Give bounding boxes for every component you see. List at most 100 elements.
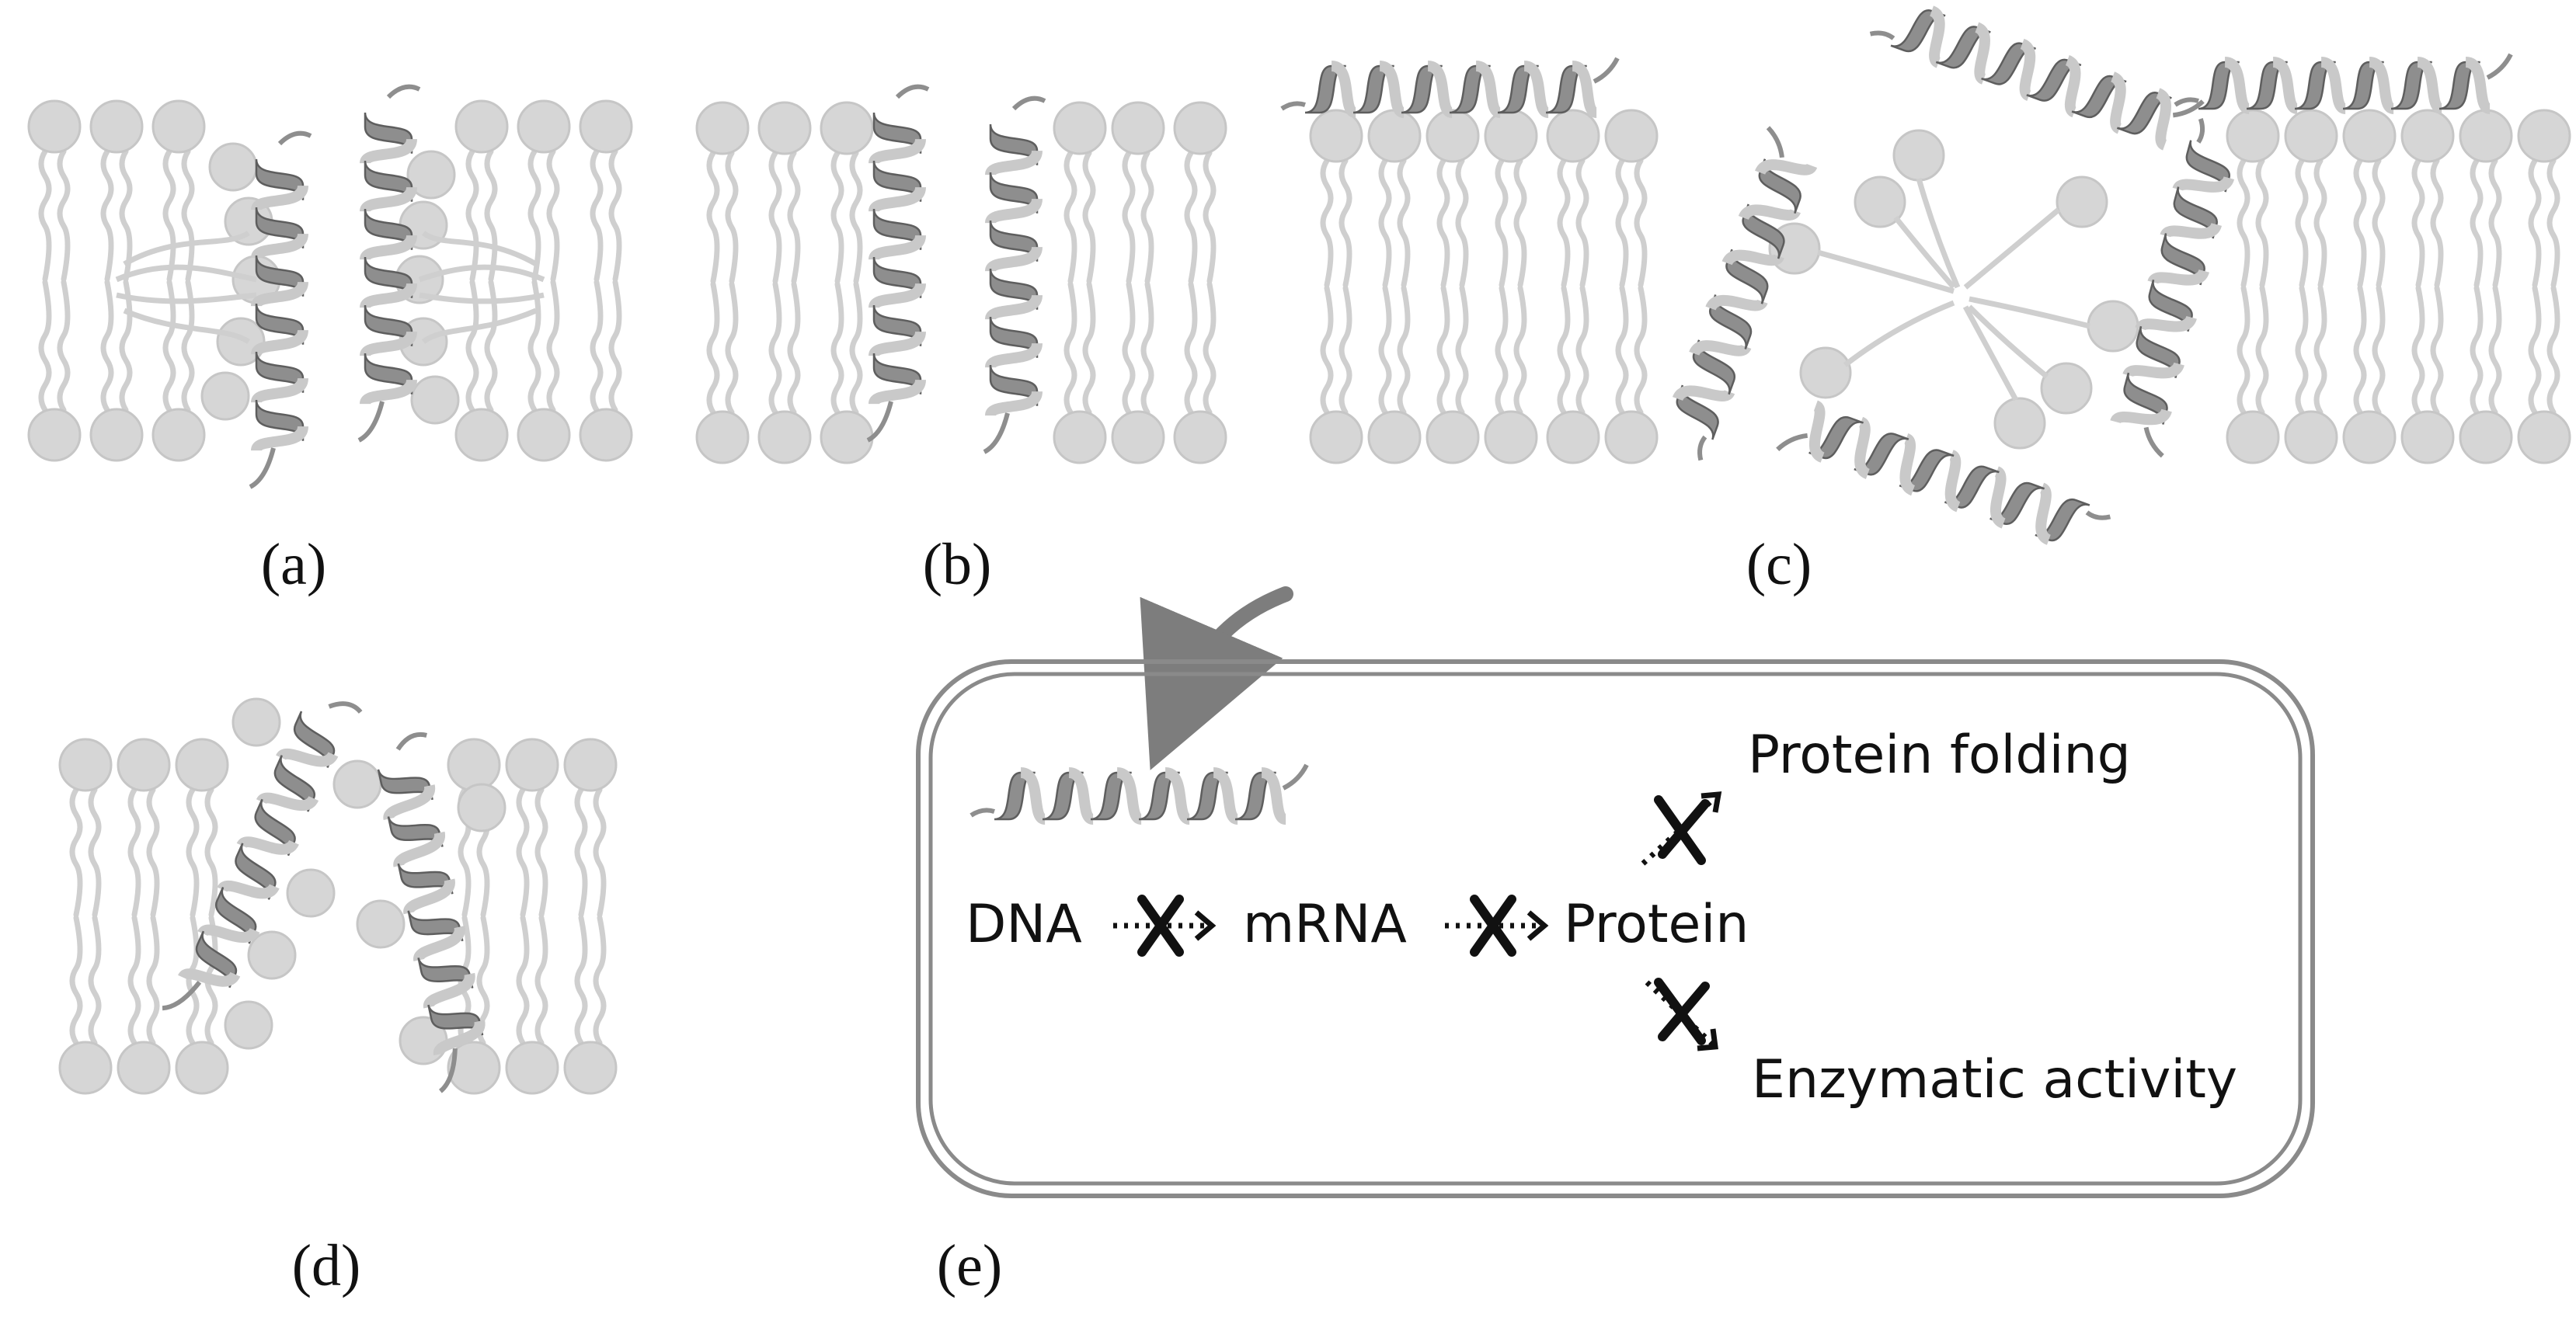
micelle-lipid-heads bbox=[1768, 129, 2139, 450]
lipid-head bbox=[1426, 410, 1480, 464]
helix-turn bbox=[1692, 339, 1736, 395]
lipid-tail bbox=[1615, 158, 1629, 288]
helix-turn bbox=[1676, 384, 1719, 440]
helix-turn bbox=[872, 208, 922, 250]
lipid-head bbox=[151, 408, 206, 462]
helix-terminus bbox=[2172, 99, 2205, 118]
lipid-head bbox=[2517, 109, 2571, 163]
helix-back bbox=[1019, 767, 1047, 825]
lipid-tail bbox=[119, 148, 133, 282]
lipid-tail bbox=[1967, 304, 2049, 379]
lipid-tail bbox=[1455, 285, 1469, 415]
lipid-head bbox=[579, 99, 633, 154]
helix-back bbox=[2416, 57, 2444, 114]
lipid-tail bbox=[1122, 150, 1136, 284]
helix-turn bbox=[2438, 61, 2480, 110]
panel-a: (a) bbox=[27, 84, 633, 597]
lipid-head bbox=[208, 142, 258, 192]
carpet-helix-left bbox=[1280, 57, 1620, 118]
helix-turn bbox=[1742, 203, 1785, 259]
lipid-tail bbox=[38, 280, 52, 413]
helix-back bbox=[178, 968, 241, 987]
lipid-tail bbox=[516, 915, 530, 1046]
lipid-tail bbox=[1969, 296, 2090, 329]
lipid-head bbox=[579, 408, 633, 462]
lipid-tail bbox=[574, 915, 588, 1046]
helix-back bbox=[869, 234, 926, 262]
lipid-tail bbox=[421, 308, 538, 344]
lipid-tail bbox=[1184, 281, 1198, 415]
lipid-tail bbox=[2372, 158, 2386, 288]
helix-turn bbox=[255, 399, 305, 441]
helix-back bbox=[2464, 57, 2492, 114]
helix-back bbox=[1808, 400, 1826, 463]
helix-back bbox=[2019, 38, 2036, 101]
helix-turn bbox=[989, 268, 1039, 310]
lipid-tail bbox=[1397, 158, 1411, 288]
lipid-head bbox=[1367, 410, 1422, 464]
lipid-tail bbox=[2237, 285, 2251, 415]
lipid-head bbox=[247, 930, 297, 980]
helix-turn bbox=[2071, 75, 2127, 119]
helix-turn bbox=[1138, 771, 1180, 821]
helix-back bbox=[985, 294, 1043, 321]
lipid-tail bbox=[725, 150, 739, 284]
helix-turn bbox=[872, 304, 922, 346]
helix-turn bbox=[2173, 186, 2218, 239]
helix-back bbox=[2155, 88, 2171, 151]
helix-back bbox=[2160, 221, 2223, 239]
lipid-head bbox=[175, 1041, 229, 1095]
lipid-head bbox=[406, 150, 456, 200]
helix-back bbox=[2320, 57, 2348, 114]
panel-label-d: (d) bbox=[292, 1233, 361, 1298]
lipid-tail bbox=[186, 915, 200, 1046]
helix-terminus bbox=[438, 1048, 458, 1093]
protein-label: Protein bbox=[1564, 894, 1749, 955]
enzymatic-activity-label: Enzymatic activity bbox=[1752, 1049, 2237, 1110]
lipid-tail bbox=[38, 148, 52, 282]
helix-back bbox=[985, 197, 1043, 225]
helix-turn bbox=[1854, 433, 1909, 476]
lipid-tail bbox=[69, 915, 83, 1046]
lipid-tail bbox=[546, 280, 560, 413]
helix-back bbox=[217, 880, 280, 899]
helix-turn bbox=[2198, 61, 2240, 110]
helix-back bbox=[1990, 466, 2007, 529]
lipid-tail bbox=[534, 787, 548, 918]
helix-terminus bbox=[2143, 426, 2164, 458]
helix-back bbox=[1705, 294, 1768, 311]
helix-turn bbox=[1401, 64, 1443, 114]
helix-back bbox=[1755, 159, 1818, 176]
helix-terminus bbox=[1766, 126, 1784, 158]
helix-turn bbox=[1352, 64, 1394, 114]
helix-turn bbox=[1709, 294, 1753, 349]
lipid-head bbox=[2040, 362, 2093, 415]
helix-back bbox=[1689, 340, 1752, 356]
lipid-head bbox=[695, 410, 750, 464]
helix-back bbox=[360, 378, 417, 406]
lipid-tail bbox=[418, 264, 545, 283]
helix-back bbox=[403, 878, 455, 915]
lipid-tail bbox=[1963, 207, 2061, 290]
lipid-head bbox=[27, 408, 82, 462]
lipid-tail bbox=[1634, 158, 1648, 288]
cell-box-inner bbox=[928, 672, 2303, 1186]
helix-terminus bbox=[1593, 57, 1620, 84]
helix-turn bbox=[293, 711, 336, 769]
lipid-head bbox=[454, 408, 509, 462]
panel-label-a: (a) bbox=[261, 532, 326, 597]
lipid-tail bbox=[1436, 285, 1450, 415]
tilted-peptide-helix-left bbox=[162, 701, 363, 1011]
helix-back bbox=[236, 836, 299, 855]
lipid-head bbox=[1892, 129, 1945, 182]
lipid-tail bbox=[116, 292, 257, 304]
helix-back bbox=[251, 377, 308, 405]
lipid-tail bbox=[1634, 285, 1648, 415]
lipid-tail bbox=[516, 787, 530, 918]
lipid-tail bbox=[186, 787, 200, 918]
helix-turn bbox=[2294, 61, 2336, 110]
helix-turn bbox=[1725, 248, 1769, 304]
peptide-helix bbox=[249, 130, 312, 489]
blocked-folding-arrow bbox=[1641, 791, 1722, 866]
